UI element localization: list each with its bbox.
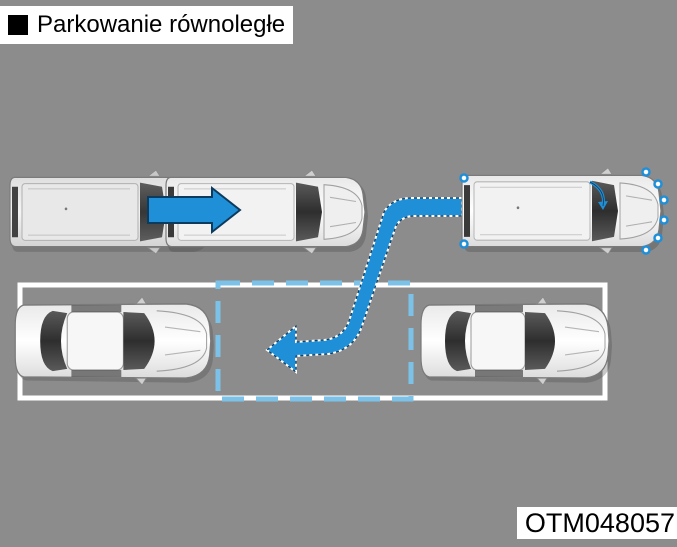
reverse-path-arrow (265, 197, 463, 375)
parking-sensor-icon (459, 167, 669, 255)
title-banner: Parkowanie równoległe (0, 6, 294, 44)
parked-car-right (420, 296, 613, 386)
reverse-path-outline (266, 197, 463, 374)
page-title: Parkowanie równoległe (37, 11, 286, 38)
suv-reverse-position (461, 167, 665, 255)
title-square-icon (8, 15, 28, 35)
target-parking-space (215, 280, 414, 402)
figure-code-label: OTM048057 (516, 507, 677, 539)
steering-rotation-icon (589, 180, 608, 210)
figure-code: OTM048057 (524, 507, 675, 538)
forward-arrow (147, 185, 242, 235)
parked-car-left (14, 296, 215, 386)
